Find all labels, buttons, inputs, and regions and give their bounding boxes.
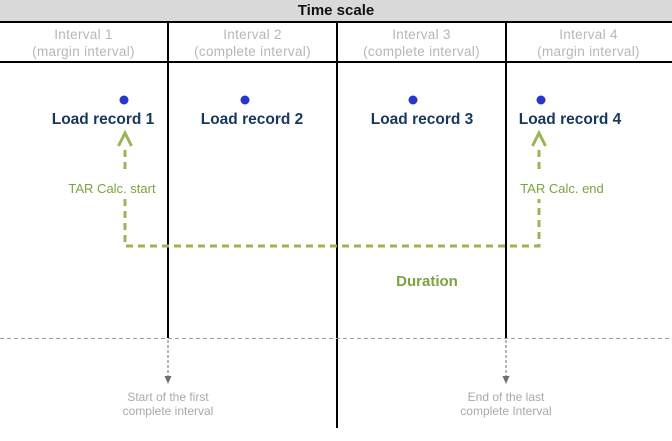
- interval-2-type: (complete interval): [194, 44, 311, 59]
- tar-end-arrowhead-icon: [531, 129, 547, 147]
- load-record-label-4: Load record 4: [518, 111, 622, 128]
- load-record-label-3: Load record 3: [370, 111, 474, 128]
- interval-column-header-3: Interval 3 (complete interval): [338, 26, 505, 60]
- start-boundary-arrowhead-icon: [164, 376, 172, 384]
- end-boundary-note-line2: complete Interval: [460, 404, 552, 418]
- start-boundary-note-line1: Start of the first: [127, 390, 209, 404]
- load-record-label-1: Load record 1: [51, 111, 155, 128]
- tar-calc-start-label: TAR Calc. start: [68, 181, 156, 196]
- start-boundary-note: Start of the first complete interval: [93, 390, 243, 418]
- interval-column-header-4: Interval 4 (margin interval): [505, 26, 672, 60]
- time-scale-title: Time scale: [297, 2, 375, 19]
- load-record-label-2: Load record 2: [200, 111, 304, 128]
- duration-bracket-path: [123, 199, 541, 248]
- end-boundary-note: End of the last complete Interval: [431, 390, 581, 418]
- interval-2-name: Interval 2: [223, 27, 282, 42]
- tar-calc-end-label: TAR Calc. end: [520, 181, 604, 196]
- load-record-dot-2: [240, 95, 250, 105]
- interval-3-type: (complete interval): [363, 44, 480, 59]
- interval-1-name: Interval 1: [54, 27, 113, 42]
- end-boundary-note-line1: End of the last: [467, 390, 545, 404]
- interval-4-name: Interval 4: [559, 27, 618, 42]
- time-scale-header: Time scale: [0, 0, 672, 23]
- interval-4-type: (margin interval): [537, 44, 640, 59]
- load-record-dot-4: [536, 95, 546, 105]
- end-boundary-arrowhead-icon: [502, 376, 510, 384]
- tar-start-arrowhead-icon: [117, 129, 133, 147]
- interval-1-type: (margin interval): [32, 44, 135, 59]
- interval-column-header-2: Interval 2 (complete interval): [169, 26, 336, 60]
- duration-label: Duration: [396, 273, 458, 290]
- interval-column-header-1: Interval 1 (margin interval): [0, 26, 167, 60]
- interval-3-name: Interval 3: [392, 27, 451, 42]
- load-record-dot-1: [119, 95, 129, 105]
- load-record-dot-3: [408, 95, 418, 105]
- start-boundary-note-line2: complete interval: [122, 404, 214, 418]
